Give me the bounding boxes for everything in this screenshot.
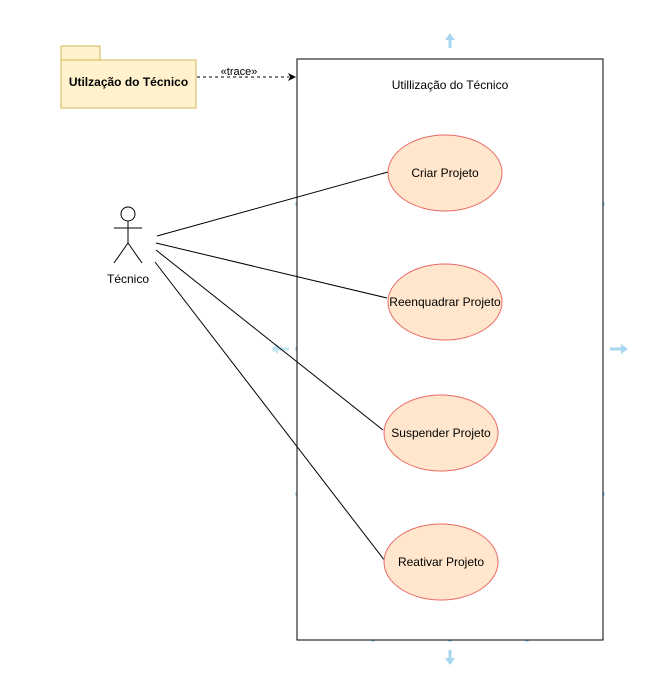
trace-arrowhead-icon (288, 73, 296, 81)
use-case-ellipse (387, 134, 503, 212)
package-body (60, 59, 197, 109)
association-suspender (155, 249, 384, 431)
trace-dependency[interactable]: «trace» (197, 66, 296, 81)
use-case-reenquadrar-projeto[interactable]: Reenquadrar Projeto (387, 263, 503, 341)
stick-figure-icon (113, 206, 143, 264)
use-case-suspender-projeto[interactable]: Suspender Projeto (383, 394, 499, 472)
arrow-down-handle-icon[interactable] (445, 650, 455, 665)
trace-label: «trace» (221, 66, 258, 78)
association-criar (156, 171, 389, 237)
arrow-up-handle-icon[interactable] (445, 33, 455, 48)
use-case-label: Suspender Projeto (391, 426, 491, 440)
use-case-ellipse (387, 263, 503, 341)
association-reenquadrar (155, 242, 388, 299)
use-case-label: Criar Projeto (411, 166, 479, 180)
association-reativar (154, 261, 386, 562)
package-tab (60, 45, 101, 61)
package[interactable]: Utilzação do Técnico (60, 45, 197, 109)
use-case-ellipse (383, 523, 499, 601)
package-label: Utilzação do Técnico (69, 75, 188, 89)
use-case-label: Reenquadrar Projeto (389, 295, 501, 309)
actor-tecnico[interactable]: Técnico (107, 206, 149, 286)
system-title: Utillização do Técnico (392, 78, 509, 92)
use-case-criar-projeto[interactable]: Criar Projeto (387, 134, 503, 212)
associations (154, 171, 389, 562)
use-case-ellipse (383, 394, 499, 472)
use-case-label: Reativar Projeto (398, 555, 484, 569)
arrow-right-handle-icon[interactable] (610, 344, 628, 354)
actor-label: Técnico (107, 272, 149, 286)
arrow-left-handle-icon[interactable] (271, 344, 289, 354)
use-case-reativar-projeto[interactable]: Reativar Projeto (383, 523, 499, 601)
